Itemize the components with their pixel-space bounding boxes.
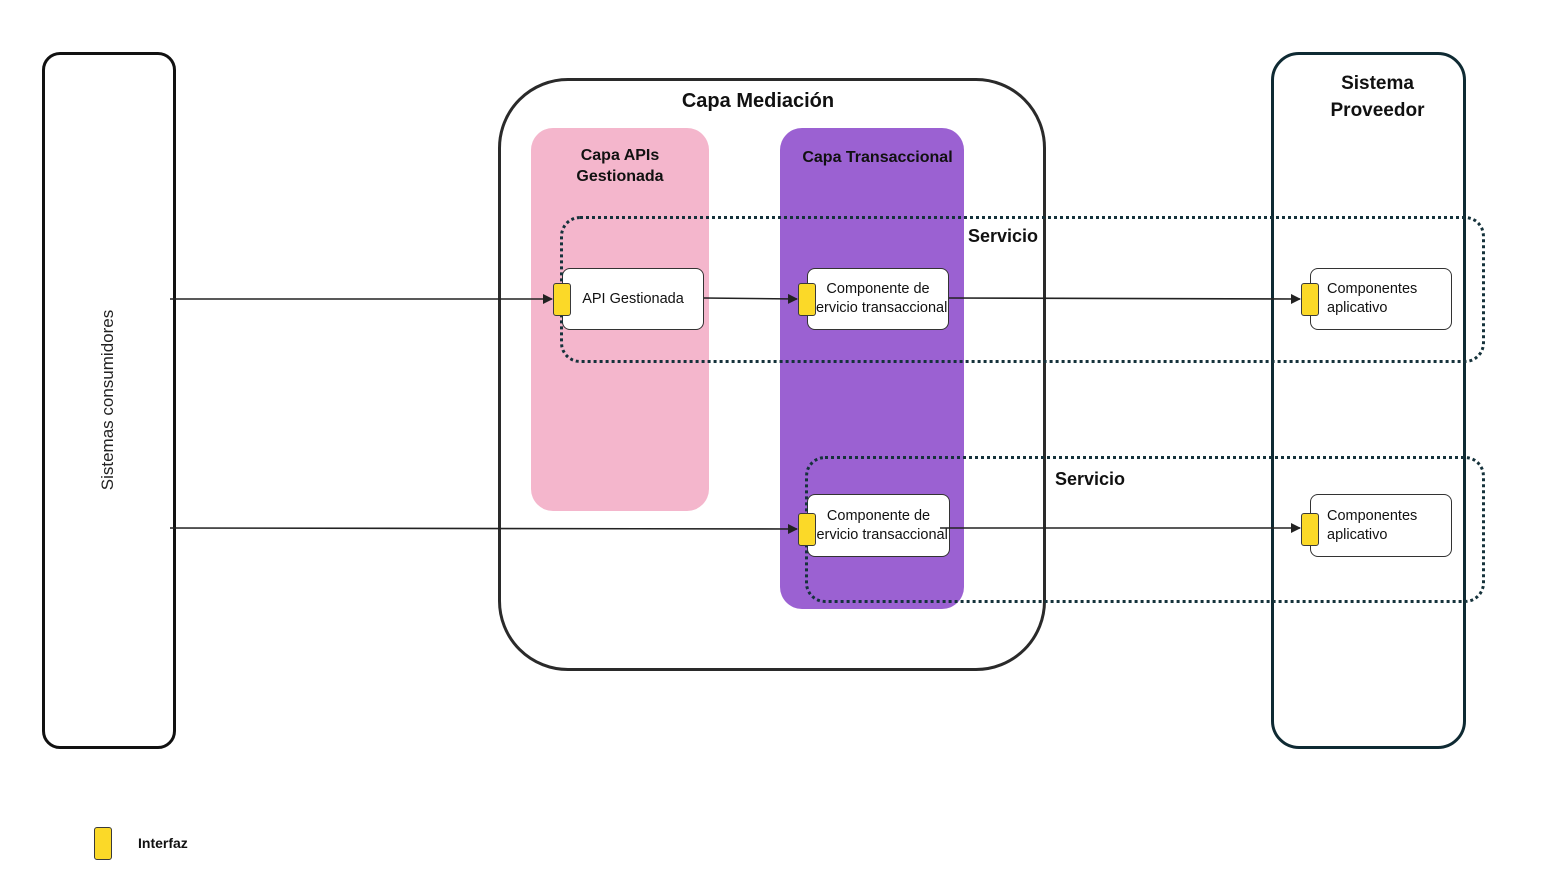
legend-interface-swatch	[94, 827, 112, 860]
transactional-component-1: Componente de servicio transaccional	[807, 268, 949, 330]
interface-app-2	[1301, 513, 1319, 546]
transactional-component-2: Componente de servicio transaccional	[807, 494, 950, 557]
arrow-transactional-to-app-1	[948, 293, 1301, 304]
service-group-2-label: Servicio	[1055, 469, 1126, 489]
arrow-consumer-to-transactional-2	[169, 523, 798, 534]
provider-system-box	[1271, 52, 1466, 749]
transactional-layer-title: Capa Transaccional	[802, 149, 953, 166]
app-component-2: Componentes aplicativo	[1310, 494, 1452, 557]
api-gestionada-component: API Gestionada	[562, 268, 704, 330]
interface-transactional-1	[798, 283, 816, 316]
mediation-layer-title: Capa Mediación	[681, 90, 835, 112]
api-managed-layer-title: Capa APIs Gestionada	[576, 147, 664, 185]
legend-interface-label: Interfaz	[138, 835, 188, 851]
interface-app-1	[1301, 283, 1319, 316]
interface-transactional-2	[798, 513, 816, 546]
service-group-1-label: Servicio	[968, 226, 1039, 246]
provider-system-title: Sistema Proveedor	[1330, 73, 1425, 121]
interface-api-gestionada	[553, 283, 571, 316]
arrow-api-to-transactional	[703, 293, 798, 304]
consumer-systems-box	[42, 52, 176, 749]
